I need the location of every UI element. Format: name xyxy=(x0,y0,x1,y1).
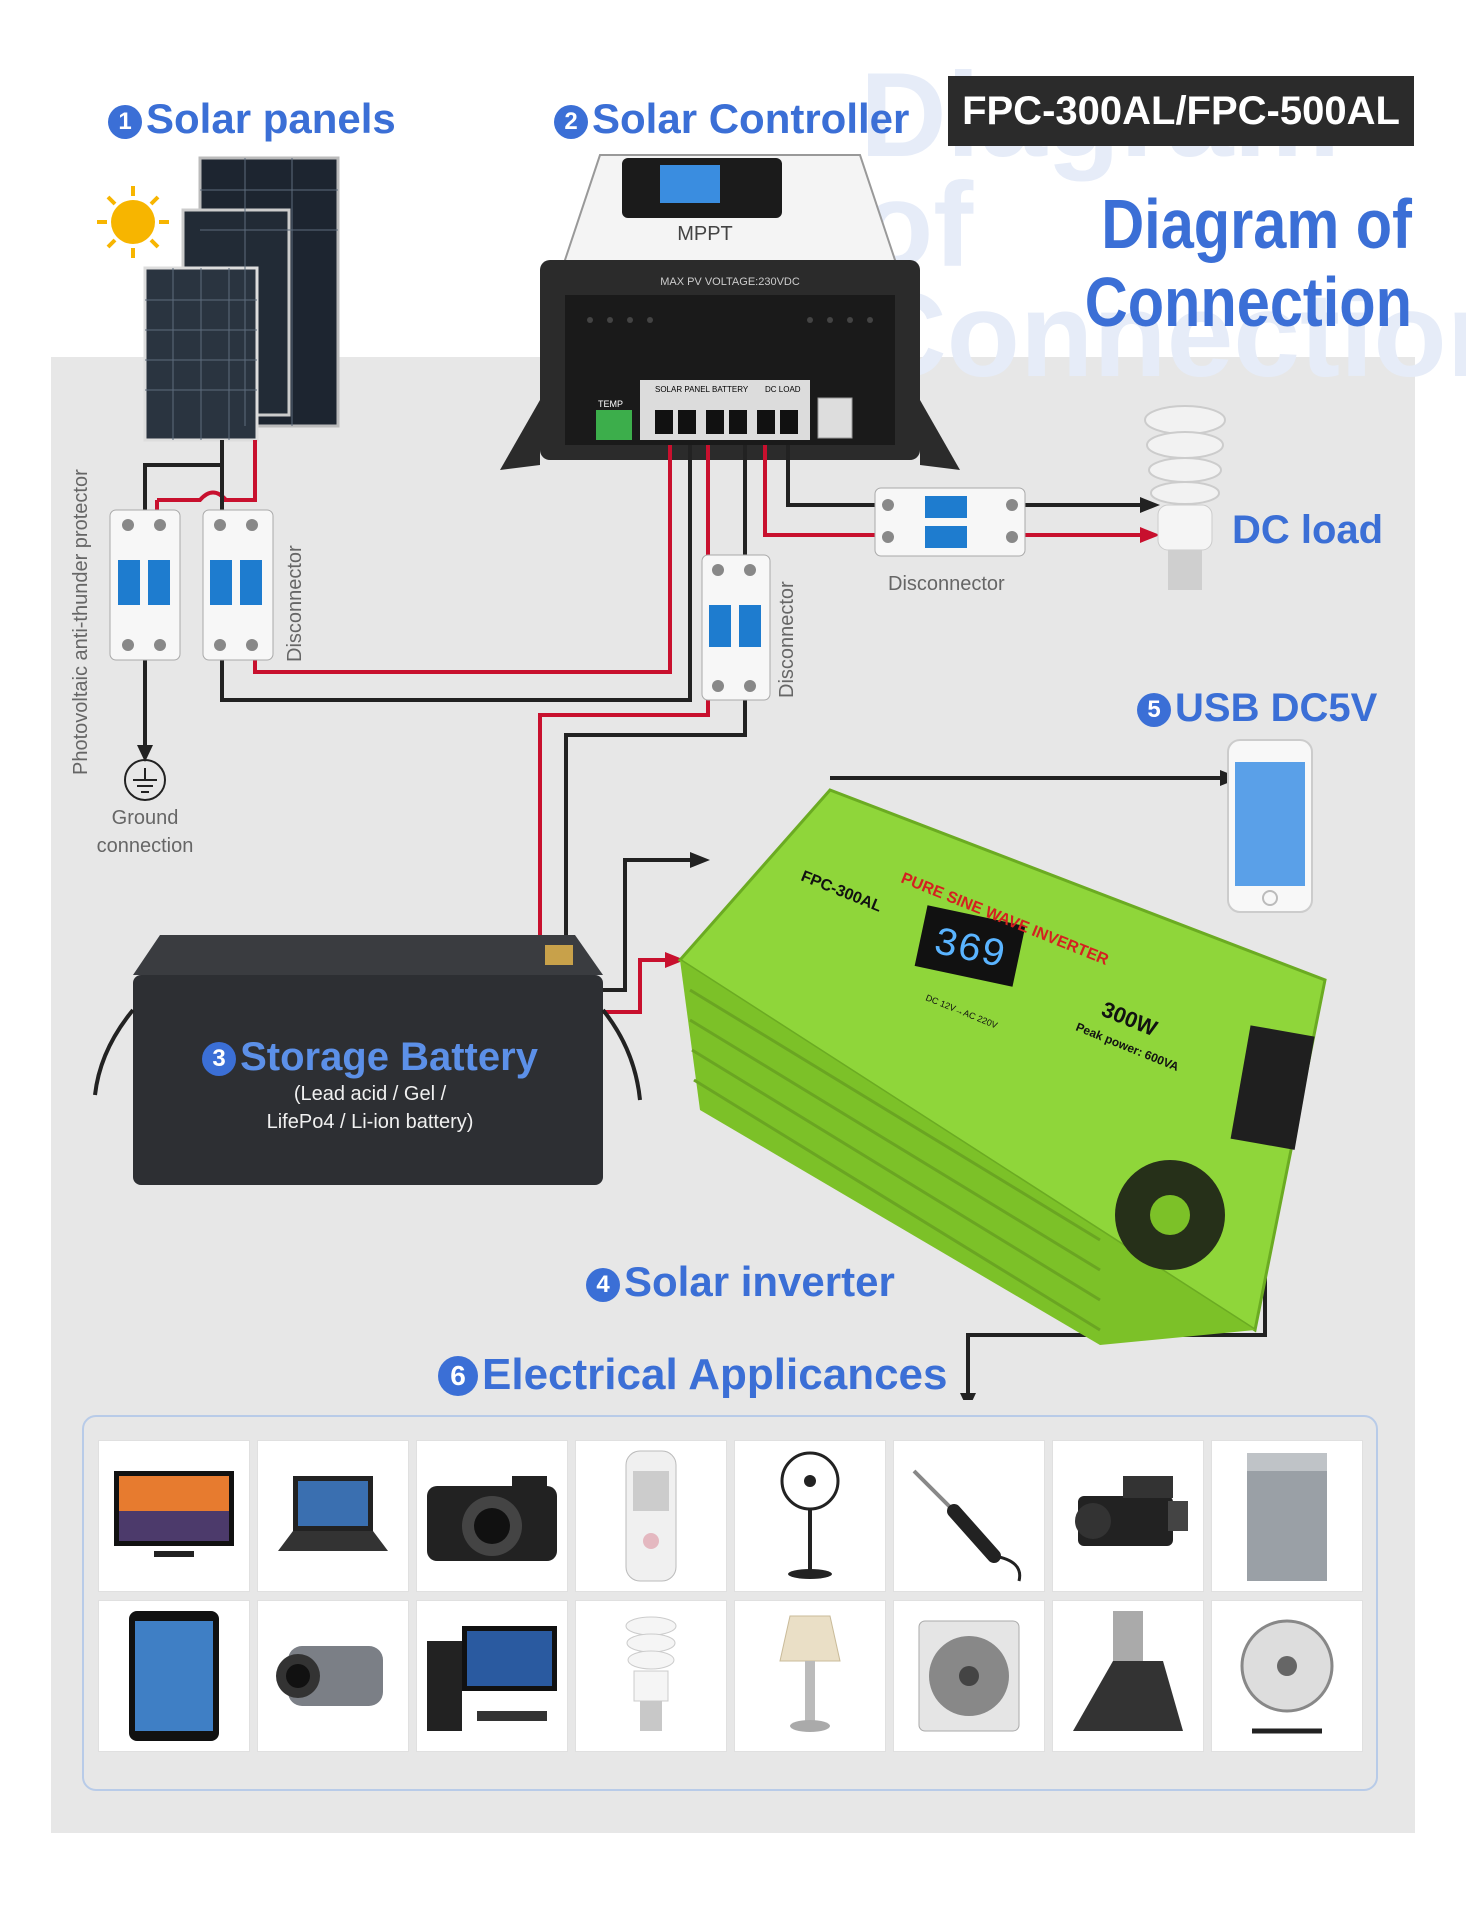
video-camera-icon xyxy=(1052,1440,1204,1592)
soldering-iron-icon xyxy=(893,1440,1045,1592)
box-fan-icon xyxy=(893,1600,1045,1752)
battery-subtitle: (Lead acid / Gel / LifePo4 / Li-ion batt… xyxy=(266,1083,474,1133)
step-number-3: 3 xyxy=(202,1042,237,1076)
disconnector-battery xyxy=(701,554,771,701)
disconnector-label-load: Disconnector xyxy=(888,573,1005,595)
port-battery: BATTERY xyxy=(712,385,749,394)
storage-battery-device xyxy=(93,935,642,1185)
step-number-4: 4 xyxy=(586,1268,620,1302)
disconnector-label-solar: Disconnector xyxy=(284,545,306,662)
step-number-2: 2 xyxy=(554,105,588,139)
temp-port: TEMP xyxy=(598,399,623,409)
disconnector-label-battery: Disconnector xyxy=(776,581,798,698)
port-dc-load: DC LOAD xyxy=(765,385,801,394)
solar-controller-device: MPPT MAX PV VOLTAGE:230VDC SOLAR PANEL B… xyxy=(500,154,960,470)
anti-thunder-label: Photovoltaic anti-thunder protector xyxy=(70,469,92,775)
camcorder-icon xyxy=(257,1600,409,1752)
diagram-title: Diagram of Connection xyxy=(1085,185,1412,341)
controller-brand: MPPT xyxy=(677,223,733,245)
laptop-icon xyxy=(257,1440,409,1592)
cfl-bulb-icon xyxy=(1144,405,1226,590)
range-hood-icon xyxy=(1052,1600,1204,1752)
ground-label: Ground connection xyxy=(96,807,194,857)
washing-machine-icon xyxy=(1211,1440,1363,1592)
disconnector-solar xyxy=(202,509,274,661)
table-lamp-icon xyxy=(734,1600,886,1752)
controller-max-pv: MAX PV VOLTAGE:230VDC xyxy=(660,276,800,288)
camera-icon xyxy=(416,1440,568,1592)
solar-inverter-device: 369 PURE SINE WAVE INVERTER FPC-300AL 30… xyxy=(677,788,1327,1345)
diagram-title-line2: Connection xyxy=(1084,263,1412,341)
dc-load-label: DC load xyxy=(1232,508,1384,552)
anti-thunder-protector xyxy=(109,509,181,661)
appliances-panel xyxy=(82,1415,1378,1791)
tablet-icon xyxy=(98,1600,250,1752)
port-solar: SOLAR PANEL xyxy=(655,385,711,394)
model-badge: FPC-300AL/FPC-500AL xyxy=(948,76,1414,146)
floor-fan-icon xyxy=(1211,1600,1363,1752)
step-number-1: 1 xyxy=(108,105,142,139)
negative-wires xyxy=(143,440,1267,1395)
connection-diagram: MPPT MAX PV VOLTAGE:230VDC SOLAR PANEL B… xyxy=(93,154,1327,1400)
air-cooler-icon xyxy=(575,1440,727,1592)
sun-icon xyxy=(97,186,169,258)
diagram-title-line1: Diagram of xyxy=(1101,185,1412,263)
smartphone-icon xyxy=(1227,739,1313,913)
desktop-computer-icon xyxy=(416,1600,568,1752)
cfl-bulb-icon xyxy=(575,1600,727,1752)
solar-panels-icon xyxy=(143,156,340,442)
step-number-6: 6 xyxy=(438,1356,478,1396)
stand-fan-icon xyxy=(734,1440,886,1592)
tv-icon xyxy=(98,1440,250,1592)
step-number-5: 5 xyxy=(1137,693,1171,727)
ground-icon xyxy=(124,759,166,801)
disconnector-dc-load xyxy=(874,487,1026,557)
